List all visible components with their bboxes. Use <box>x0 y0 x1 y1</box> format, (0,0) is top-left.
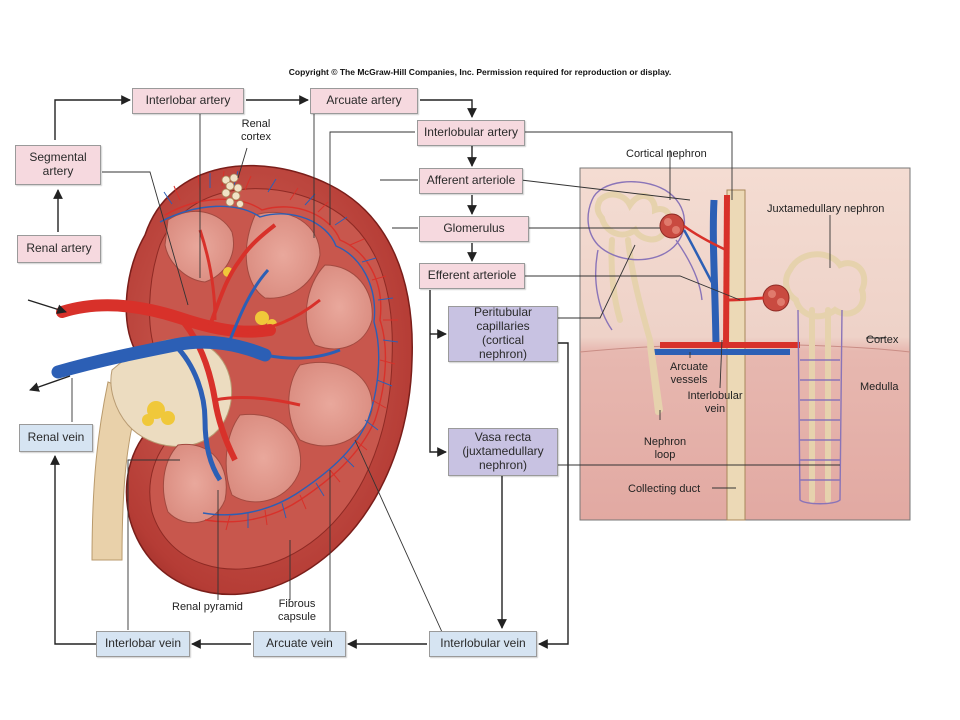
interlobular-vein-inset-label: Interlobular vein <box>687 390 743 415</box>
segmental-artery-box: Segmental artery <box>15 145 101 185</box>
nephron-inset-drawing <box>579 167 911 521</box>
copyright-notice: Copyright © The McGraw-Hill Companies, I… <box>288 67 672 77</box>
arcuate-vein-box: Arcuate vein <box>253 631 346 657</box>
renal-vein-box: Renal vein <box>19 424 93 452</box>
flow-arrows <box>27 95 569 649</box>
efferent-arteriole-box: Efferent arteriole <box>419 263 525 289</box>
interlobular-vein-box: Interlobular vein <box>429 631 537 657</box>
juxtamedullary-nephron-label: Juxtamedullary nephron <box>767 203 885 215</box>
arcuate-artery-box: Arcuate artery <box>310 88 418 114</box>
arcuate-vessels-label: Arcuate vessels <box>670 361 708 386</box>
fibrous-capsule-label: Fibrous capsule <box>278 598 316 623</box>
collecting-duct-label: Collecting duct <box>628 483 701 495</box>
cortical-nephron-label: Cortical nephron <box>626 148 707 160</box>
afferent-arteriole-box: Afferent arteriole <box>419 168 523 194</box>
vasa-recta-box: Vasa recta (juxtamedullary nephron) <box>448 428 558 476</box>
renal-artery-box: Renal artery <box>17 235 101 263</box>
renal-cortex-label: Renal cortex <box>241 118 271 143</box>
kidney-drawing <box>51 164 413 595</box>
interlobar-vein-box: Interlobar vein <box>96 631 190 657</box>
peritubular-capillaries-box: Peritubular capillaries (cortical nephro… <box>448 306 558 362</box>
cortex-label: Cortex <box>866 334 899 346</box>
interlobar-artery-box: Interlobar artery <box>132 88 244 114</box>
interlobular-artery-box: Interlobular artery <box>417 120 525 146</box>
leader-lines <box>71 114 885 633</box>
medulla-label: Medulla <box>860 381 899 393</box>
renal-pyramid-label: Renal pyramid <box>172 601 243 613</box>
glomerulus-box: Glomerulus <box>419 216 529 242</box>
nephron-loop-label: Nephron loop <box>643 436 687 461</box>
